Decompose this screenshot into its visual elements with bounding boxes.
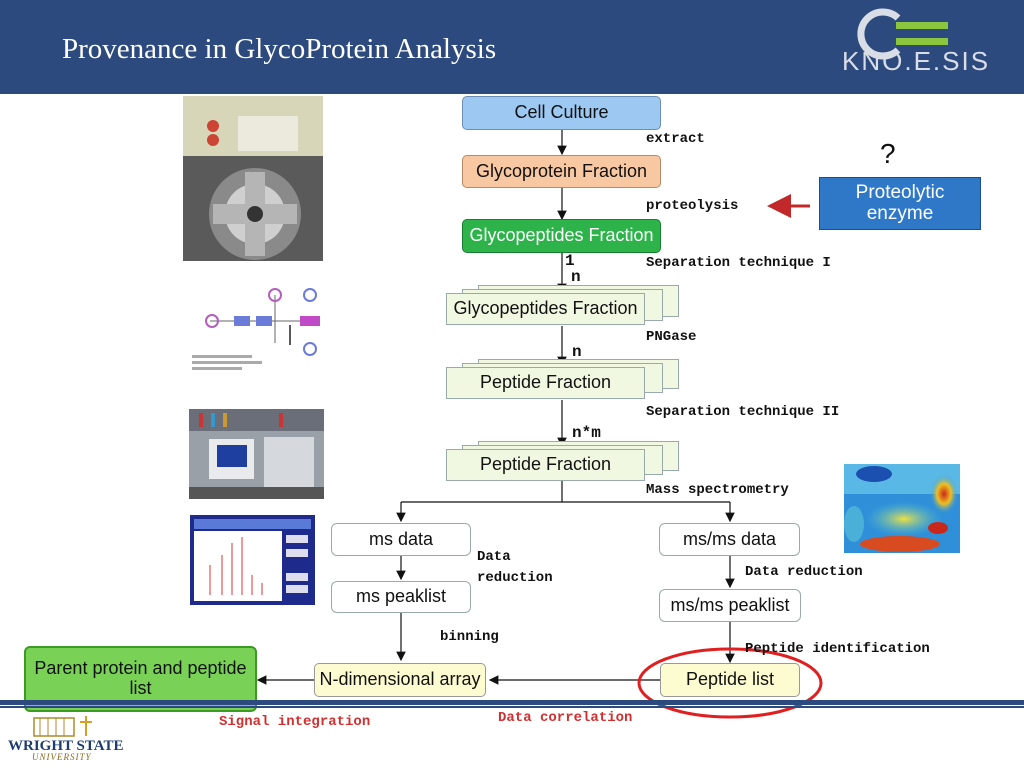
data-reduction-right-label: Data reduction bbox=[745, 564, 863, 580]
peptide-fraction-box-1: Peptide Fraction bbox=[446, 367, 645, 399]
data-correlation-label: Data correlation bbox=[498, 710, 633, 726]
signal-integration-label: Signal integration bbox=[219, 714, 371, 730]
knoesis-logo bbox=[857, 8, 948, 60]
slide-title: Provenance in GlycoProtein Analysis bbox=[62, 33, 497, 65]
mass-spectrometry-label: Mass spectrometry bbox=[646, 482, 789, 498]
ms-peaklist-box: ms peaklist bbox=[331, 581, 471, 613]
glycan-structure-image bbox=[190, 283, 325, 375]
question-mark: ? bbox=[880, 138, 896, 169]
multiplicity-n-times-m: n*m bbox=[572, 424, 601, 442]
pngase-label: PNGase bbox=[646, 329, 697, 345]
glycopeptides-fraction-box: Glycopeptides Fraction bbox=[462, 219, 661, 253]
peptide-list-box: Peptide list bbox=[660, 663, 800, 697]
separation-technique-2-label: Separation technique II bbox=[646, 404, 840, 420]
msms-data-box: ms/ms data bbox=[659, 523, 800, 556]
ms-data-box: ms data bbox=[331, 523, 471, 556]
extract-label: extract bbox=[646, 131, 705, 147]
proteolytic-enzyme-box: Proteolytic enzyme bbox=[819, 177, 981, 230]
logo-text: KNO.E.SIS bbox=[842, 46, 991, 76]
multiplicity-n-2: n bbox=[572, 343, 582, 361]
title-bar bbox=[0, 0, 1024, 94]
separation-technique-1-label: Separation technique I bbox=[646, 255, 831, 271]
lab-equipment-photo bbox=[189, 409, 324, 499]
peptide-fraction-box-2: Peptide Fraction bbox=[446, 449, 645, 481]
mass-spectrum-screenshot bbox=[190, 515, 315, 605]
n-dimensional-array-box: N-dimensional array bbox=[314, 663, 486, 697]
heatmap-image bbox=[844, 464, 960, 553]
university-name: WRIGHT STATE bbox=[8, 738, 124, 754]
glycopeptides-fraction-stack-box: Glycopeptides Fraction bbox=[446, 293, 645, 325]
binning-label: binning bbox=[440, 629, 499, 645]
proteolysis-label: proteolysis bbox=[646, 198, 739, 214]
centrifuge-photo bbox=[183, 96, 323, 261]
footer-bar-thin bbox=[0, 706, 1024, 708]
peptide-identification-label: Peptide identification bbox=[745, 641, 930, 657]
data-reduction-left-label: Data reduction bbox=[477, 549, 553, 586]
footer-bar bbox=[0, 700, 1024, 705]
university-subtitle: UNIVERSITY bbox=[32, 752, 92, 762]
cell-culture-box: Cell Culture bbox=[462, 96, 661, 130]
multiplicity-one: 1 bbox=[565, 252, 575, 270]
wright-state-logo-emblem bbox=[33, 716, 92, 737]
glycoprotein-fraction-box: Glycoprotein Fraction bbox=[462, 155, 661, 188]
msms-peaklist-box: ms/ms peaklist bbox=[659, 589, 801, 622]
multiplicity-n-1: n bbox=[571, 268, 581, 286]
